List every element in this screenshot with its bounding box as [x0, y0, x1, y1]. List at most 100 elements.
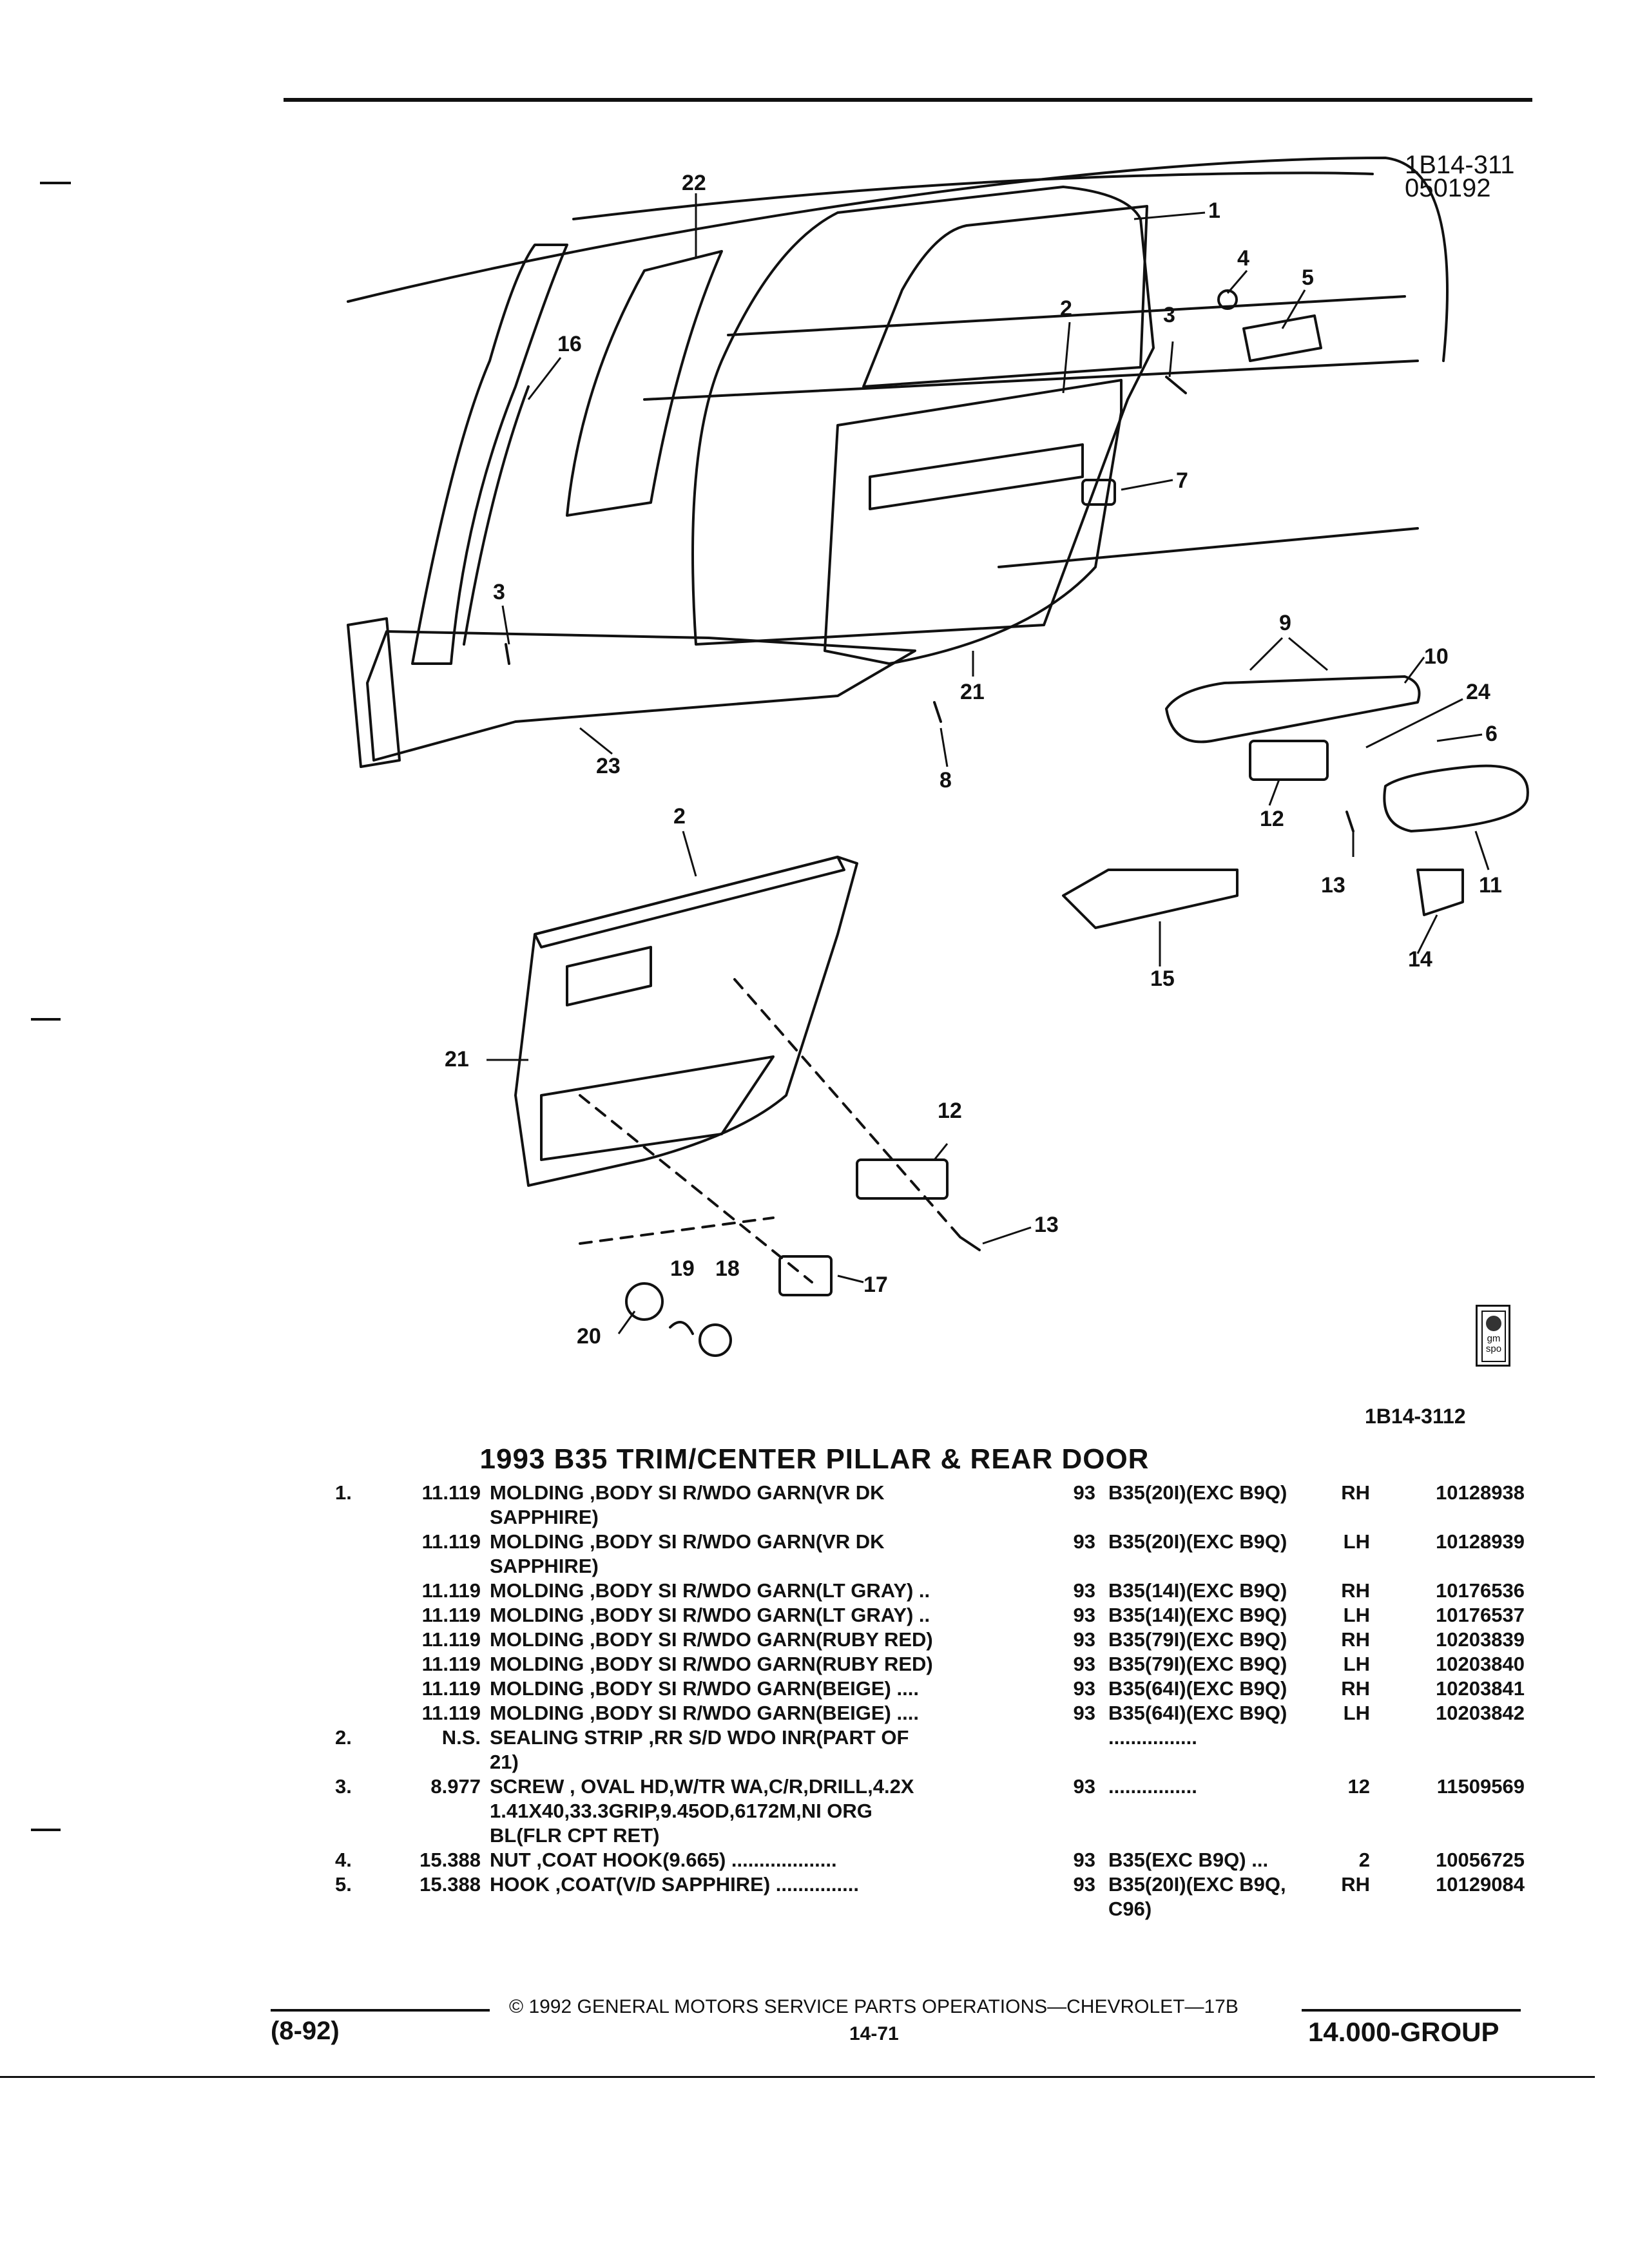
part-number: 10128939 [1436, 1530, 1525, 1553]
callout-1: 1 [1208, 198, 1220, 223]
group-code: 8.977 [430, 1775, 481, 1798]
callout-4: 4 [1237, 246, 1249, 271]
clip-19 [669, 1321, 694, 1335]
part-name: MOLDING [490, 1481, 584, 1504]
part-description: ,BODY SI R/WDO GARN(VR DK SAPPHIRE) [490, 1481, 885, 1528]
gmspo-logo-text: gm spo [1485, 1333, 1502, 1354]
part-name: MOLDING [490, 1628, 584, 1651]
guide-line [733, 978, 961, 1238]
armrest-11 [1383, 764, 1529, 832]
model-year: 93 [1073, 1775, 1095, 1798]
part-name: MOLDING [490, 1579, 584, 1602]
margin-mark [40, 182, 71, 184]
part-number: 10203841 [1436, 1677, 1525, 1700]
parts-row: 2.N.S.SEALING STRIP ,RR S/D WDO INR(PART… [335, 1725, 1547, 1774]
description: MOLDING ,BODY SI R/WDO GARN(VR DK SAPPHI… [490, 1530, 1057, 1579]
part-name: MOLDING [490, 1604, 584, 1626]
part-number: 10203839 [1436, 1628, 1525, 1651]
window-sill-line [727, 295, 1406, 336]
exploded-view-diagram: 22 1 4 5 2 3 16 7 3 9 10 21 24 6 23 8 12… [347, 157, 1529, 1357]
description: MOLDING ,BODY SI R/WDO GARN(RUBY RED) [490, 1652, 1057, 1677]
callout-17: 17 [863, 1273, 888, 1297]
body-lower-line [998, 527, 1419, 568]
panel-pocket [566, 946, 652, 1006]
callout-14: 14 [1408, 947, 1432, 972]
callout-18: 18 [715, 1256, 740, 1281]
panel-lower-recess [540, 1055, 775, 1161]
hinge-region [347, 617, 401, 768]
callout-15: 15 [1150, 966, 1175, 991]
quantity: LH [1343, 1604, 1370, 1626]
pillar-trim-22 [566, 250, 723, 517]
quantity: RH [1341, 1579, 1370, 1602]
margin-mark [31, 1829, 61, 1831]
door-armrest-slot [869, 443, 1084, 510]
description: HOOK ,COAT(V/D SAPPHIRE) ............... [490, 1872, 1057, 1921]
callout-3b: 3 [493, 580, 505, 604]
revision-date: (8-92) [271, 2017, 340, 2045]
margin-mark [31, 1018, 61, 1021]
group-code: N.S. [441, 1726, 481, 1749]
item-number [335, 1652, 387, 1677]
callout-13: 13 [1321, 873, 1345, 898]
part-name: MOLDING [490, 1530, 584, 1553]
quantity: RH [1341, 1481, 1370, 1504]
callout-9: 9 [1279, 611, 1291, 635]
item-number [335, 1603, 387, 1628]
callout-10: 10 [1424, 644, 1449, 669]
part-description: ,BODY SI R/WDO GARN(RUBY RED) [584, 1628, 933, 1651]
page-number: 14-71 [849, 2023, 899, 2044]
rear-door-frame [691, 186, 1155, 646]
quantity [1321, 1725, 1379, 1774]
screw-3b [505, 643, 510, 665]
quantity: RH [1341, 1628, 1370, 1651]
part-number: 10176536 [1436, 1579, 1525, 1602]
callout-12b: 12 [938, 1099, 962, 1123]
part-description: ,COAT(V/D SAPPHIRE) ............... [550, 1873, 859, 1896]
quantity: LH [1343, 1530, 1370, 1553]
item-number: 4. [335, 1849, 352, 1871]
part-name: NUT [490, 1849, 531, 1871]
model-applicability: B35(14I)(EXC B9Q) [1108, 1579, 1287, 1602]
group-number: 14.000-GROUP [1308, 2017, 1499, 2047]
model-year: 93 [1073, 1849, 1095, 1871]
rear-window-frame [862, 205, 1148, 388]
model-year: 93 [1073, 1530, 1095, 1553]
switch-12-lower [856, 1158, 949, 1200]
part-description: ,BODY SI R/WDO GARN(LT GRAY) .. [584, 1579, 930, 1602]
quantity: RH [1341, 1873, 1370, 1896]
item-number [335, 1530, 387, 1579]
coat-hook-nut-4 [1217, 289, 1238, 310]
model-applicability: ................ [1108, 1775, 1197, 1798]
callout-24: 24 [1466, 680, 1490, 704]
item-number [335, 1701, 387, 1725]
part-number: 11509569 [1436, 1775, 1525, 1798]
screw-13 [1345, 811, 1354, 832]
group-code: 11.119 [421, 1653, 481, 1675]
part-number: 10203840 [1436, 1653, 1525, 1675]
quantity: LH [1343, 1653, 1370, 1675]
item-number: 3. [335, 1775, 352, 1798]
callout-12: 12 [1260, 807, 1284, 831]
group-code: 11.119 [421, 1481, 481, 1504]
top-rule [284, 98, 1532, 102]
model-year: 93 [1073, 1653, 1095, 1675]
model-year [1057, 1725, 1108, 1774]
illustration-code-bottom: 1B14-3112 [1365, 1405, 1466, 1428]
roof-outline [347, 157, 1449, 362]
part-description: ,BODY SI R/WDO GARN(VR DK SAPPHIRE) [490, 1530, 885, 1577]
model-applicability: ................ [1108, 1726, 1197, 1749]
part-number: 10128938 [1436, 1481, 1525, 1504]
item-number [335, 1677, 387, 1701]
body-belt-line [643, 360, 1419, 401]
model-applicability: B35(79I)(EXC B9Q) [1108, 1653, 1287, 1675]
door-trim-panel-21 [514, 856, 858, 1187]
callout-6: 6 [1485, 722, 1498, 746]
